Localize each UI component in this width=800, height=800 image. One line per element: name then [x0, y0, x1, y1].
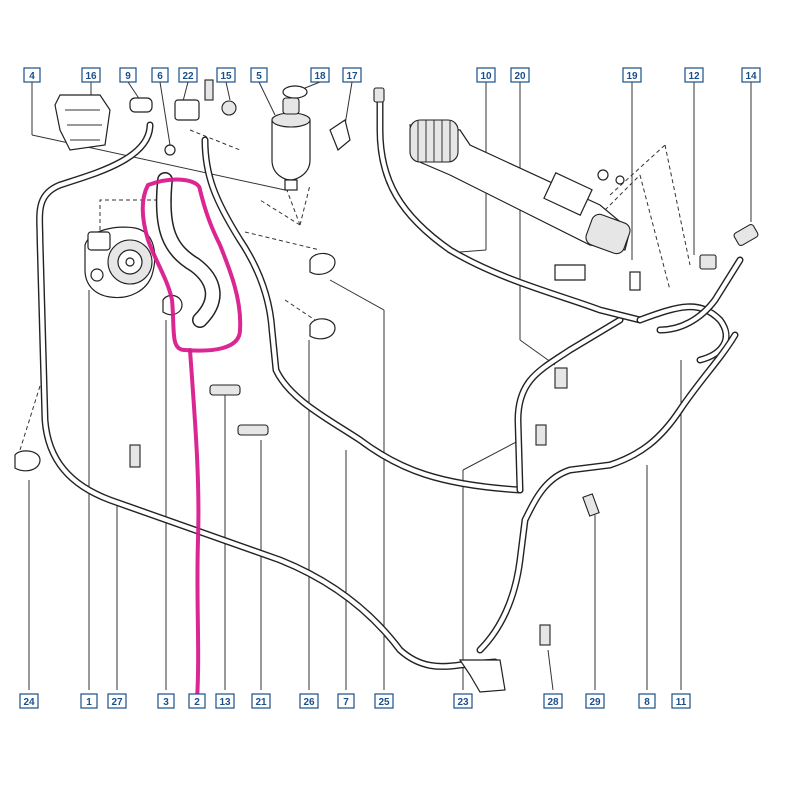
svg-text:16: 16	[85, 71, 97, 82]
label-3: 3	[157, 693, 175, 709]
svg-text:15: 15	[220, 71, 232, 82]
svg-text:27: 27	[111, 697, 123, 708]
svg-text:19: 19	[626, 71, 638, 82]
power-steering-pump	[84, 226, 156, 299]
label-7: 7	[337, 693, 355, 709]
label-9: 9	[119, 67, 137, 83]
svg-text:11: 11	[676, 697, 687, 708]
label-4: 4	[23, 67, 41, 83]
label-13: 13	[215, 693, 235, 709]
svg-text:29: 29	[589, 697, 601, 708]
label-12: 12	[684, 67, 704, 83]
svg-text:7: 7	[343, 697, 349, 708]
fluid-reservoir	[271, 85, 311, 191]
label-21: 21	[251, 693, 271, 709]
label-20: 20	[510, 67, 530, 83]
label-23: 23	[453, 693, 473, 709]
label-18: 18	[310, 67, 330, 83]
label-19: 19	[622, 67, 642, 83]
svg-text:20: 20	[514, 71, 526, 82]
svg-text:9: 9	[125, 71, 131, 82]
hose-2	[155, 172, 221, 328]
svg-text:24: 24	[23, 697, 35, 708]
svg-text:18: 18	[314, 71, 326, 82]
label-24: 24	[19, 693, 39, 709]
dashed-guides	[19, 129, 691, 451]
label-5: 5	[250, 67, 268, 83]
rack-bellows-right	[585, 213, 631, 255]
label-25: 25	[374, 693, 394, 709]
part-labels: 4 16 9 6 22 15 5 18 17 10 20 19 12 14 24…	[19, 67, 761, 709]
label-17: 17	[342, 67, 362, 83]
clamp-16	[54, 94, 111, 151]
svg-text:4: 4	[29, 71, 35, 82]
label-6: 6	[151, 67, 169, 83]
label-10: 10	[476, 67, 496, 83]
label-2: 2	[188, 693, 206, 709]
label-16: 16	[81, 67, 101, 83]
label-15: 15	[216, 67, 236, 83]
label-26: 26	[299, 693, 319, 709]
label-11: 11	[671, 693, 691, 709]
label-29: 29	[585, 693, 605, 709]
svg-text:21: 21	[255, 697, 267, 708]
svg-text:1: 1	[86, 697, 92, 708]
rack-bellows-left	[409, 119, 459, 163]
svg-text:23: 23	[457, 697, 469, 708]
svg-text:6: 6	[157, 71, 163, 82]
label-8: 8	[638, 693, 656, 709]
svg-text:3: 3	[163, 697, 169, 708]
svg-text:2: 2	[194, 697, 200, 708]
svg-text:8: 8	[644, 697, 650, 708]
svg-text:10: 10	[480, 71, 492, 82]
highlight-outline	[140, 177, 243, 353]
label-22: 22	[178, 67, 198, 83]
svg-text:12: 12	[688, 71, 700, 82]
svg-text:26: 26	[303, 697, 315, 708]
svg-text:14: 14	[745, 71, 757, 82]
svg-text:5: 5	[256, 71, 262, 82]
highlight-leader	[188, 348, 201, 702]
svg-text:25: 25	[378, 697, 390, 708]
pipe-network	[36, 96, 744, 670]
label-14: 14	[741, 67, 761, 83]
label-27: 27	[107, 693, 127, 709]
svg-text:13: 13	[219, 697, 231, 708]
svg-text:22: 22	[182, 71, 194, 82]
label-1: 1	[80, 693, 98, 709]
steering-rack	[409, 119, 631, 255]
svg-text:17: 17	[346, 71, 358, 82]
small-parts	[14, 79, 759, 693]
svg-text:28: 28	[547, 697, 559, 708]
label-28: 28	[543, 693, 563, 709]
